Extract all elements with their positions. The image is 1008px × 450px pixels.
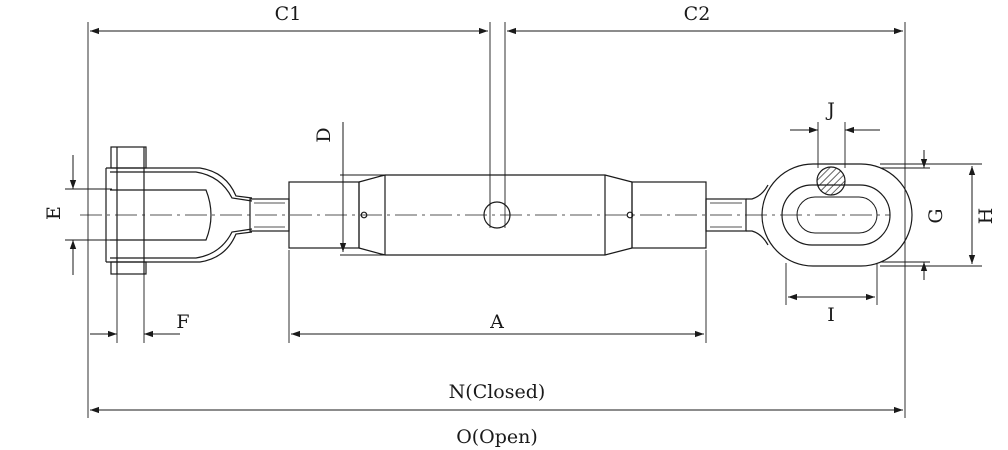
pin-head: [110, 146, 147, 169]
label-n: N(Closed): [449, 381, 546, 403]
label-g: G: [925, 208, 947, 223]
pin-nut: [110, 261, 147, 275]
label-o: O(Open): [456, 426, 538, 448]
right-stud: [705, 198, 747, 232]
eye-wire-section: [816, 166, 846, 196]
label-i: I: [827, 304, 835, 326]
body-hole: [483, 201, 511, 229]
label-c1: C1: [275, 3, 302, 25]
jaw-end: [105, 146, 253, 275]
label-j: J: [825, 99, 835, 121]
label-f: F: [176, 311, 189, 333]
eye-end: [746, 163, 913, 267]
label-e: E: [43, 206, 65, 220]
dimension-labels: C1 C2 F A J I N(Closed) O(Open) D E G H: [43, 3, 997, 448]
label-a: A: [489, 311, 504, 333]
extension-lines: [65, 22, 982, 418]
eye-outer: [761, 163, 913, 267]
label-c2: C2: [684, 3, 711, 25]
label-d: D: [313, 127, 335, 142]
eye-slot: [796, 196, 878, 234]
turnbuckle-body: [288, 174, 707, 256]
label-h: H: [975, 208, 997, 225]
dimension-lines: [69, 27, 976, 414]
